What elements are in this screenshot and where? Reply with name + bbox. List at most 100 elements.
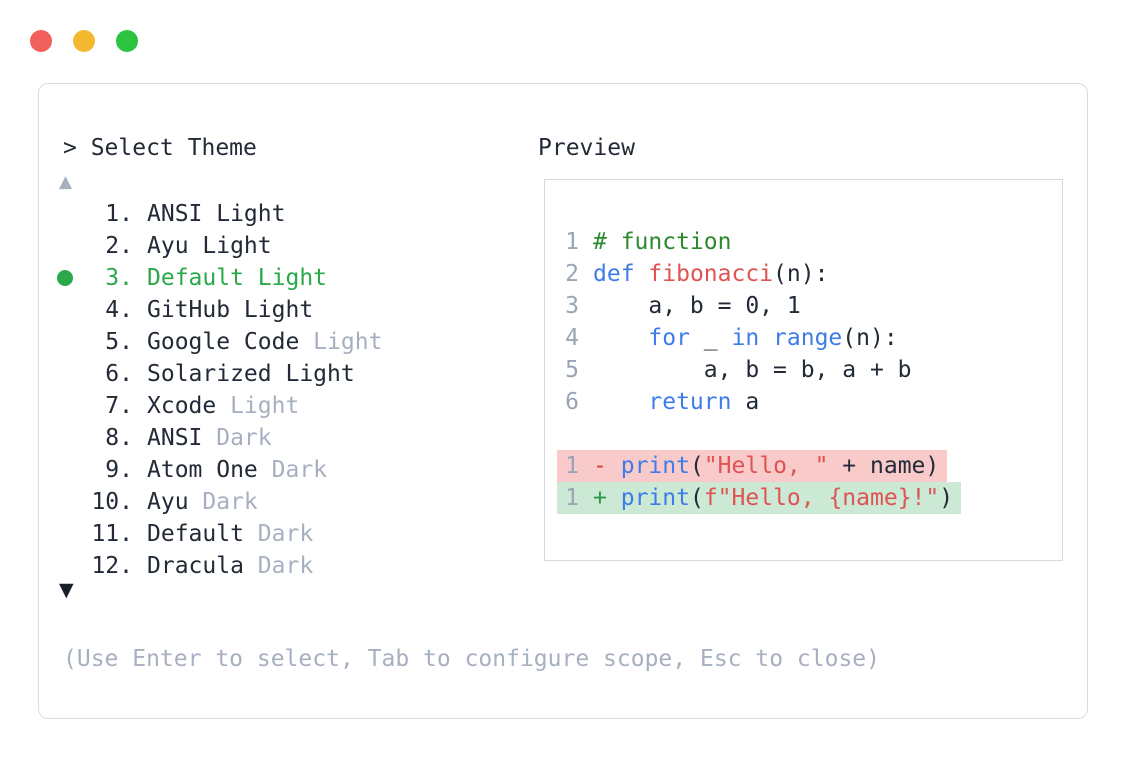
selected-bullet-icon <box>57 270 73 286</box>
theme-item-label: Ayu <box>147 489 189 515</box>
theme-item-variant-label: Dark <box>202 425 272 451</box>
theme-item-number: 5. <box>105 329 133 355</box>
theme-item-2[interactable]: 2.Ayu Light <box>63 230 382 262</box>
code-line: 4 for _ in range(n): <box>565 322 1062 354</box>
theme-item-number: 8. <box>105 425 133 451</box>
traffic-light-zoom-button[interactable] <box>116 30 138 52</box>
code-token-kw: print <box>620 485 690 511</box>
theme-item-label: Ayu Light <box>147 233 272 259</box>
theme-item-label: Solarized Light <box>147 361 355 387</box>
line-number: 1 <box>565 229 579 255</box>
scroll-up-icon[interactable]: ▲ <box>59 172 73 192</box>
preview-title: Preview <box>538 135 635 161</box>
theme-item-number: 10. <box>91 489 133 515</box>
diff-added-line: 1 + print(f"Hello, {name}!") <box>557 482 1062 514</box>
code-token-plain <box>593 389 648 415</box>
theme-item-11[interactable]: 11. Default Dark <box>63 518 382 550</box>
theme-item-number: 6. <box>105 361 133 387</box>
code-token-fn: fibonacci <box>648 261 774 287</box>
theme-item-12[interactable]: 12. Dracula Dark <box>63 550 382 582</box>
select-theme-prompt: > Select Theme <box>63 135 257 161</box>
theme-item-number: 7. <box>105 393 133 419</box>
code-line: 3 a, b = 0, 1 <box>565 290 1062 322</box>
theme-picker-panel: > Select Theme ▲ 1. ANSI Light 2.Ayu Light… <box>38 83 1088 719</box>
theme-item-variant-label: Light <box>299 329 383 355</box>
code-token-plain: ( <box>689 453 704 479</box>
code-line: 6 return a <box>565 386 1062 418</box>
theme-item-variant-label: Dark <box>188 489 258 515</box>
code-token-comment: # function <box>593 229 732 255</box>
theme-item-label: GitHub Light <box>147 297 314 323</box>
code-token-str: f"Hello, {name}!" <box>703 485 940 511</box>
code-token-plain <box>607 485 621 511</box>
traffic-light-minimize-button[interactable] <box>73 30 95 52</box>
theme-item-label: Xcode <box>147 393 217 419</box>
hint-text: (Use Enter to select, Tab to configure s… <box>63 646 880 672</box>
theme-list: 1. ANSI Light 2.Ayu Light 3. Default Light 4.… <box>57 198 382 582</box>
code-token-kw: range <box>773 325 843 351</box>
code-token-plain <box>607 453 621 479</box>
theme-item-number: 9. <box>105 457 133 483</box>
theme-item-6[interactable]: 6. Solarized Light <box>63 358 382 390</box>
line-number: 1 <box>565 453 579 479</box>
scroll-down-icon[interactable]: ▼ <box>59 579 74 601</box>
code-token-kw: print <box>620 453 690 479</box>
code-token-minus: - <box>593 453 607 479</box>
code-token-plain: ( <box>689 485 704 511</box>
theme-item-variant-label: Dark <box>243 521 314 547</box>
code-token-str: "Hello, " <box>703 453 829 479</box>
theme-item-number: 3. <box>105 265 133 291</box>
theme-item-label: Dracula <box>147 553 244 579</box>
theme-item-8[interactable]: 8. ANSI Dark <box>63 422 382 454</box>
theme-item-number: 1. <box>105 201 133 227</box>
theme-item-variant-label: Dark <box>243 553 314 579</box>
line-number: 3 <box>565 293 579 319</box>
code-token-plain: ) <box>939 485 954 511</box>
code-token-plain <box>759 325 773 351</box>
line-number: 1 <box>565 485 579 511</box>
theme-item-number: 11. <box>91 521 133 547</box>
code-token-plain: a, b = b, a + b <box>593 357 912 383</box>
code-token-plain: (n): <box>773 261 829 287</box>
theme-item-1[interactable]: 1. ANSI Light <box>63 198 382 230</box>
line-number: 6 <box>565 389 579 415</box>
theme-item-3[interactable]: 3. Default Light <box>57 262 382 294</box>
code-token-plain: a, b = 0, 1 <box>593 293 801 319</box>
theme-item-5[interactable]: 5. Google Code Light <box>63 326 382 358</box>
code-token-plain: a <box>731 389 760 415</box>
theme-item-variant-label: Light <box>216 393 300 419</box>
line-number: 2 <box>565 261 579 287</box>
code-token-kw: return <box>648 389 732 415</box>
theme-item-label: ANSI <box>147 425 203 451</box>
theme-item-label: ANSI Light <box>147 201 286 227</box>
code-token-plus: + <box>593 485 607 511</box>
code-token-plain <box>593 325 648 351</box>
diff-removed-highlight: 1- print("Hello, " + name) <box>557 450 948 482</box>
code-token-plain <box>635 261 649 287</box>
theme-item-label: Atom One <box>147 457 258 483</box>
theme-item-4[interactable]: 4. GitHub Light <box>63 294 382 326</box>
code-line: 5 a, b = b, a + b <box>565 354 1062 386</box>
line-number: 4 <box>565 325 579 351</box>
code-line: 2 def fibonacci(n): <box>565 258 1062 290</box>
theme-item-9[interactable]: 9. Atom One Dark <box>63 454 382 486</box>
theme-item-label: Default <box>147 521 244 547</box>
code-token-plain: + name) <box>828 453 940 479</box>
line-number: 5 <box>565 357 579 383</box>
theme-item-variant-label: Dark <box>257 457 328 483</box>
traffic-light-close-button[interactable] <box>30 30 52 52</box>
theme-item-number: 12. <box>91 553 133 579</box>
code-token-kw: def <box>593 261 635 287</box>
window-controls <box>30 30 138 52</box>
code-token-plain: (n): <box>842 325 898 351</box>
code-token-kw: in <box>731 325 760 351</box>
code-line: 1 # function <box>565 226 1062 258</box>
theme-item-10[interactable]: 10. Ayu Dark <box>63 486 382 518</box>
theme-item-7[interactable]: 7. Xcode Light <box>63 390 382 422</box>
code-token-kw: for <box>648 325 690 351</box>
diff-added-highlight: 1 + print(f"Hello, {name}!") <box>557 482 962 514</box>
theme-item-number: 4. <box>105 297 133 323</box>
theme-item-label: Google Code <box>147 329 300 355</box>
theme-item-label: Default Light <box>147 265 328 291</box>
